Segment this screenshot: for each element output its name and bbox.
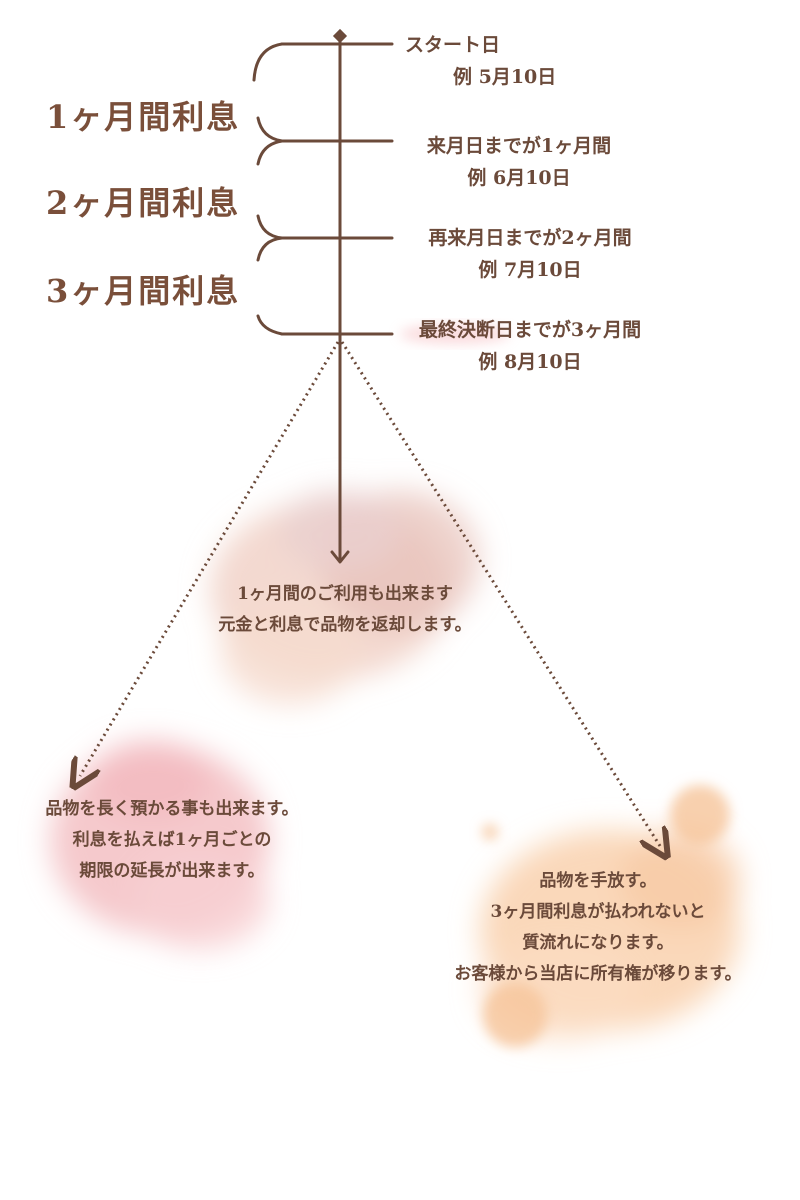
outcome-left: 品物を長く預かる事も出来ます。 利息を払えば1ヶ月ごとの 期限の延長が出来ます。 xyxy=(2,794,342,887)
outcome-right-line1: 品物を手放す。 xyxy=(539,871,657,891)
bracket-month1 xyxy=(252,42,284,166)
milestone-month3-example: 例 8月10日 xyxy=(478,351,582,373)
outcome-left-line1: 品物を長く預かる事も出来ます。 xyxy=(45,799,299,819)
milestone-month2-example: 例 7月10日 xyxy=(478,259,582,281)
milestone-start-example: 例 5月10日 xyxy=(453,66,557,88)
milestone-month3: 最終決断日までが3ヶ月間 例 8月10日 xyxy=(398,314,662,378)
milestone-month1-example: 例 6月10日 xyxy=(467,167,571,189)
outcome-right-line4: お客様から当店に所有権が移ります。 xyxy=(454,964,742,984)
milestone-month1: 来月日までが1ヶ月間 例 6月10日 xyxy=(410,130,628,194)
bracket-month2 xyxy=(256,214,283,262)
outcome-right-line3: 質流れになります。 xyxy=(522,933,674,953)
outcome-right-line2: 3ヶ月間利息が払われないと xyxy=(490,902,706,922)
period-label-2: 2ヶ月間利息 xyxy=(46,184,241,222)
milestone-month2-title: 再来月日までが2ヶ月間 xyxy=(428,227,632,249)
period-label-3: 3ヶ月間利息 xyxy=(46,272,241,310)
watercolor-drops xyxy=(482,785,730,1047)
outcome-center: 1ヶ月間のご利用も出来ます 元金と利息で品物を返却します。 xyxy=(190,579,500,641)
outcome-left-line3: 期限の延長が出来ます。 xyxy=(79,861,265,881)
outcome-right: 品物を手放す。 3ヶ月間利息が払われないと 質流れになります。 お客様から当店に… xyxy=(406,866,790,990)
timeline xyxy=(252,28,394,564)
milestone-month2: 再来月日までが2ヶ月間 例 7月10日 xyxy=(410,222,650,286)
outcome-left-line2: 利息を払えば1ヶ月ごとの xyxy=(72,830,272,850)
outcome-center-line2: 元金と利息で品物を返却します。 xyxy=(218,615,472,635)
milestone-month3-title: 最終決断日までが3ヶ月間 xyxy=(418,319,642,341)
timeline-arrow-icon xyxy=(330,550,350,564)
dotted-arrow-left xyxy=(80,341,340,776)
watercolor-blob-right xyxy=(480,830,740,1040)
bracket-month3 xyxy=(256,314,284,336)
period-label-1: 1ヶ月間利息 xyxy=(46,98,241,136)
milestone-month1-title: 来月日までが1ヶ月間 xyxy=(426,135,612,157)
timeline-start-diamond-icon xyxy=(332,28,348,44)
highlight-mark xyxy=(400,324,510,344)
milestone-start: スタート日 例 5月10日 xyxy=(405,29,556,93)
watercolor-blob-left xyxy=(50,740,270,950)
milestone-start-title: スタート日 xyxy=(405,34,501,56)
outcome-center-line1: 1ヶ月間のご利用も出来ます xyxy=(237,584,453,604)
